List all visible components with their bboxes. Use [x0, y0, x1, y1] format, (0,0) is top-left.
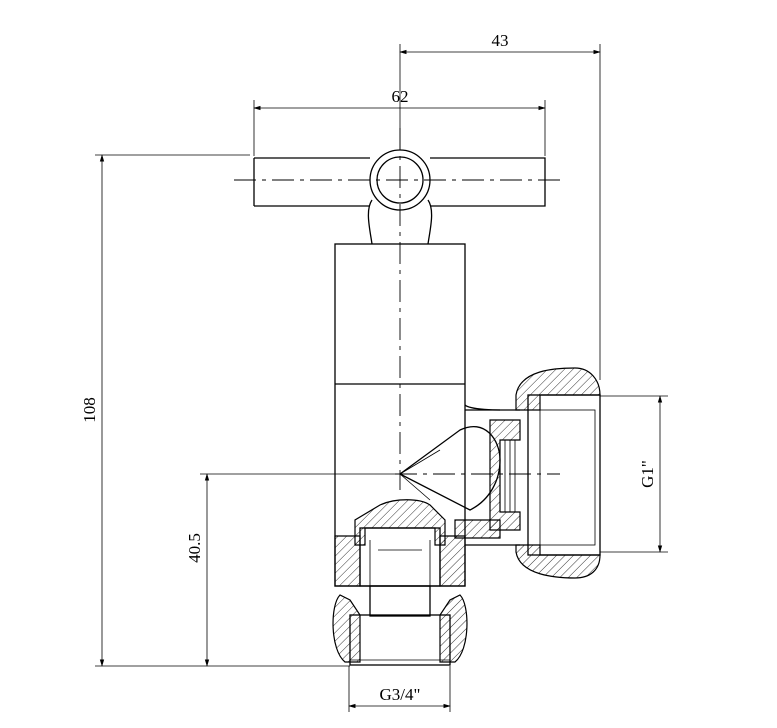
dim-outlet-height: 40.5	[185, 473, 395, 667]
dim-outlet-height-label: 40.5	[185, 533, 204, 563]
dim-handle-width-label: 62	[392, 87, 409, 106]
dim-overall-height: 108	[80, 154, 350, 667]
dim-handle-width: 62	[253, 87, 546, 156]
bottom-fitting	[332, 499, 468, 666]
dim-bottom-thread-label: G3/4"	[380, 685, 421, 704]
dim-side-thread: G1"	[600, 395, 668, 553]
dim-side-thread-label: G1"	[638, 460, 657, 488]
dim-overall-height-label: 108	[80, 397, 99, 423]
centre-lines	[234, 128, 565, 490]
dim-top-offset: 43	[399, 31, 601, 380]
dim-top-offset-label: 43	[492, 31, 509, 50]
side-fitting	[454, 367, 601, 579]
dim-bottom-thread: G3/4"	[348, 666, 451, 712]
cross-handle	[253, 149, 546, 245]
